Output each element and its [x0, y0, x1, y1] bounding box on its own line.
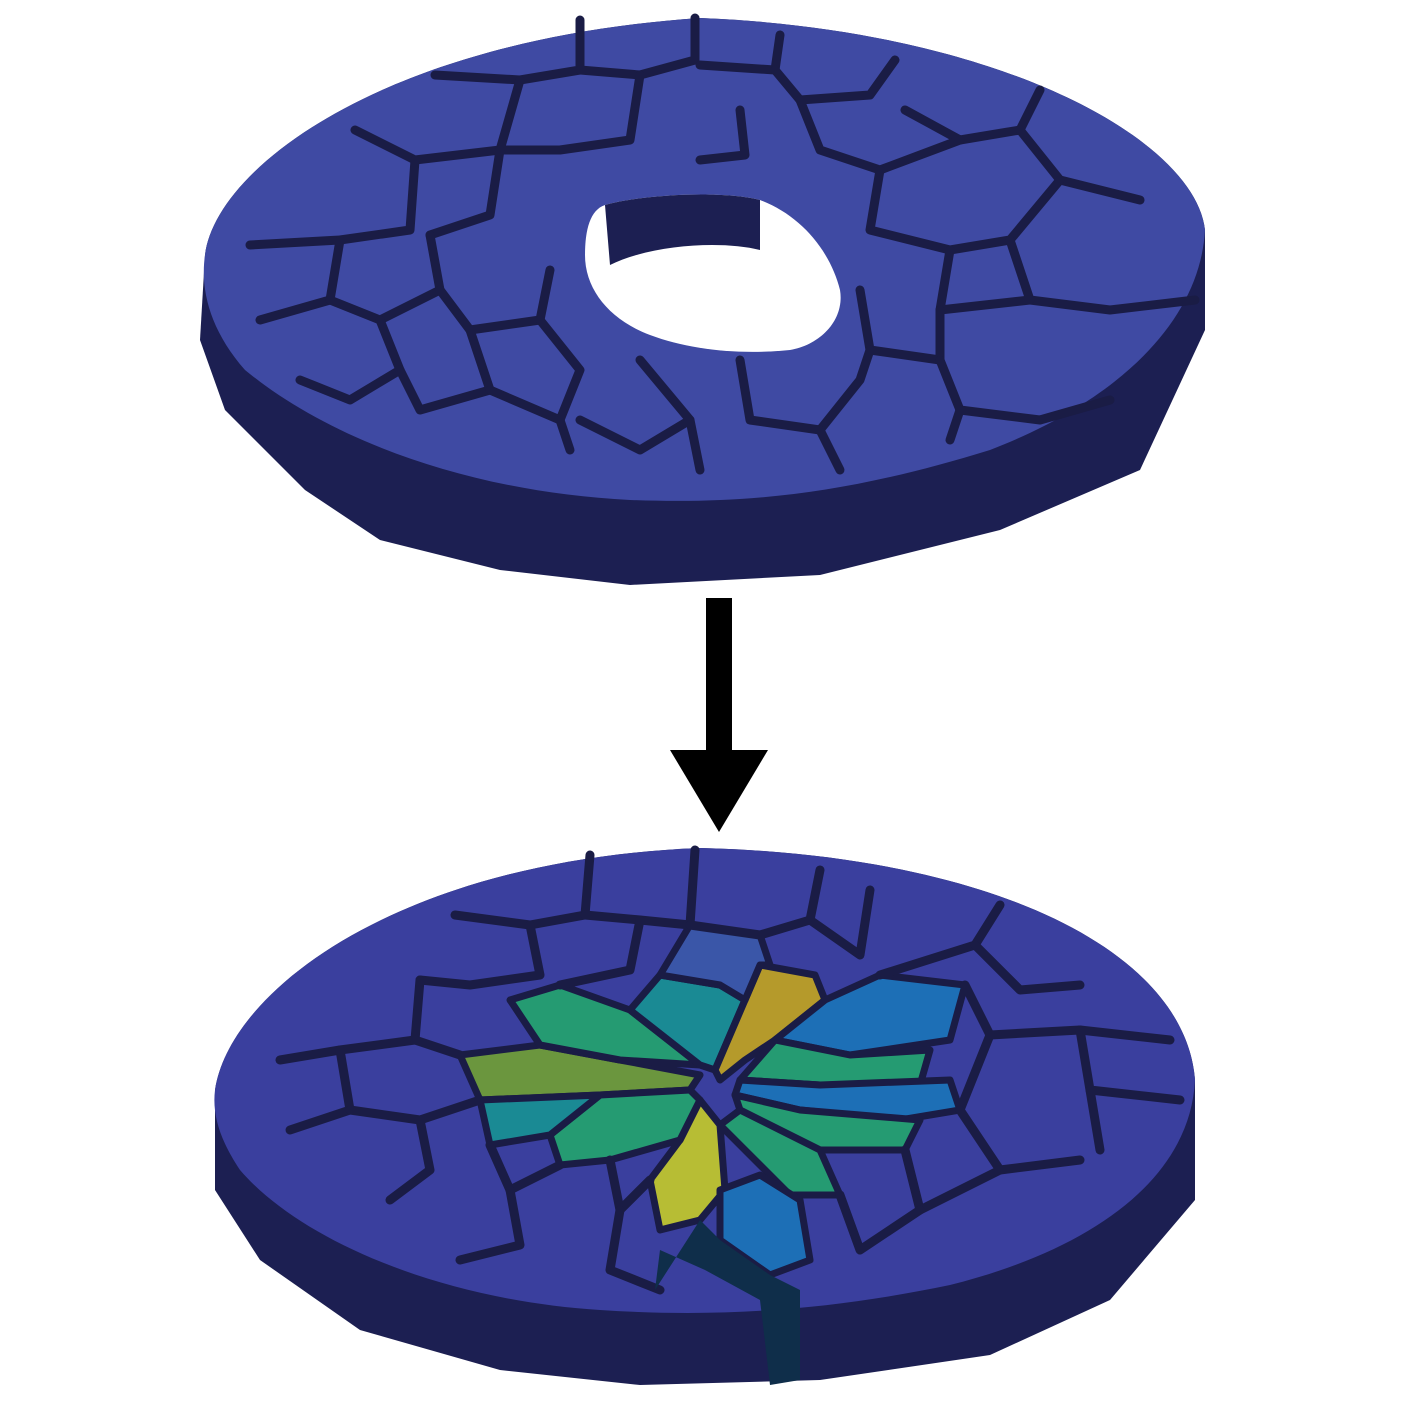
bottom-tissue-crack: [655, 1220, 800, 1385]
top-tissue-hole-inner-wall: [605, 194, 760, 265]
top-tissue-cell-borders: [245, 13, 1200, 475]
arrow-shaft: [706, 598, 732, 753]
bottom-tissue-rosette: [456, 921, 969, 1279]
cell-green-lower-right2: [716, 1106, 844, 1199]
down-arrow-icon: [670, 598, 768, 832]
cell-teal-left: [476, 1091, 604, 1149]
bottom-tissue-disc: [214, 845, 1196, 1385]
top-tissue-ring: [200, 13, 1205, 585]
bottom-tissue-cell-borders: [275, 845, 1185, 1295]
arrow-head: [670, 750, 768, 832]
cell-yellow: [646, 1096, 729, 1234]
